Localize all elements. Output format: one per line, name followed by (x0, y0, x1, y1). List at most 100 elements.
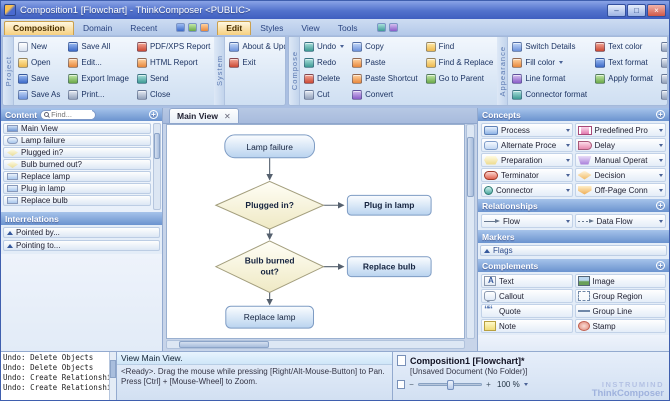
complement-text[interactable]: Text (481, 274, 573, 288)
find-replace-button[interactable]: Find & Replace (423, 55, 497, 70)
relationship-data-flow[interactable]: Data Flow (574, 214, 666, 228)
fit-page-icon[interactable] (397, 380, 405, 389)
zoom-in-button[interactable]: + (486, 379, 491, 389)
tab-recent[interactable]: Recent (130, 23, 158, 33)
dropdown-icon[interactable] (659, 173, 663, 177)
marker-flags[interactable]: Flags (480, 245, 667, 256)
dropdown-icon[interactable] (659, 128, 663, 132)
node-replace-bulb[interactable]: Replace bulb (346, 256, 432, 278)
tab-view[interactable]: View (301, 23, 320, 33)
close-view-icon[interactable]: ✕ (223, 111, 231, 121)
minimize-button[interactable]: – (607, 3, 626, 17)
tree-item-bulb-burned-out[interactable]: Bulb burned out? (3, 159, 151, 170)
tab-edit[interactable]: Edit (217, 21, 252, 35)
dropdown-icon[interactable] (659, 158, 663, 162)
quick-export-icon[interactable] (188, 23, 198, 32)
undo-dropdown-icon[interactable] (340, 45, 345, 48)
redo-button[interactable]: Redo (301, 55, 347, 70)
tab-styles[interactable]: Styles (260, 23, 284, 33)
scrollbar-thumb[interactable] (110, 360, 116, 378)
content-add-icon[interactable]: + (149, 110, 158, 119)
complement-quote[interactable]: Quote (481, 304, 573, 318)
tab-main-view[interactable]: Main View ✕ (169, 108, 239, 123)
text-color-button[interactable]: Text color (592, 39, 656, 54)
save-button[interactable]: Save (15, 71, 63, 86)
paste-shortcut-button[interactable]: Paste Shortcut (349, 71, 420, 86)
flow-connectors[interactable] (266, 157, 345, 306)
tab-tools[interactable]: Tools (337, 23, 358, 33)
log-scrollbar[interactable] (109, 352, 116, 400)
content-tree-scrollbar[interactable] (153, 123, 161, 210)
complement-callout[interactable]: Callout (481, 289, 573, 303)
node-lamp-failure[interactable]: Lamp failure (224, 134, 316, 159)
concept-alternate-process[interactable]: Alternate Proce (481, 138, 573, 152)
scrollbar-thumb[interactable] (154, 133, 160, 159)
quick-save-icon[interactable] (176, 23, 186, 32)
complement-group-line[interactable]: Group Line (574, 304, 666, 318)
save-all-button[interactable]: Save All (65, 39, 132, 54)
complement-image[interactable]: Image (574, 274, 666, 288)
concept-predefined-process[interactable]: Predefined Pro (574, 123, 666, 137)
pdf-xps-report-button[interactable]: PDF/XPS Report (134, 39, 213, 54)
tree-item-replace-lamp[interactable]: Replace lamp (3, 171, 151, 182)
canvas-horizontal-scrollbar[interactable] (166, 340, 465, 349)
complement-note[interactable]: Note (481, 319, 573, 333)
concept-terminator[interactable]: Terminator (481, 168, 573, 182)
maximize-button[interactable]: □ (627, 3, 646, 17)
dropdown-icon[interactable] (659, 143, 663, 147)
copy-button[interactable]: Copy (349, 39, 420, 54)
node-replace-lamp[interactable]: Replace lamp (225, 305, 315, 329)
exit-button[interactable]: Exit (226, 55, 285, 70)
align-button-3[interactable]: Align (658, 71, 667, 86)
fill-color-dropdown-icon[interactable] (559, 61, 564, 64)
zoom-out-button[interactable]: − (409, 379, 414, 389)
align-button-1[interactable]: Align (658, 39, 667, 54)
dropdown-icon[interactable] (565, 158, 570, 162)
zoom-slider-thumb[interactable] (447, 380, 454, 390)
flowchart-canvas[interactable]: Lamp failure Plugged in? Plug in lamp Bu… (166, 124, 465, 339)
undo-button[interactable]: Undo (301, 39, 347, 54)
pointing-to-item[interactable]: Pointing to... (3, 240, 160, 251)
dropdown-icon[interactable] (659, 188, 663, 192)
align-button-4[interactable]: Align (658, 87, 667, 102)
complements-add-icon[interactable]: + (656, 261, 665, 270)
delete-button[interactable]: Delete (301, 71, 347, 86)
new-button[interactable]: New (15, 39, 63, 54)
export-image-button[interactable]: Export Image (65, 71, 132, 86)
dropdown-icon[interactable] (565, 219, 570, 223)
scrollbar-thumb[interactable] (467, 137, 474, 197)
content-search-box[interactable] (40, 109, 97, 120)
tab-domain[interactable]: Domain (82, 23, 113, 33)
concept-process[interactable]: Process (481, 123, 573, 137)
close-doc-button[interactable]: Close (134, 87, 213, 102)
switch-details-button[interactable]: Switch Details (509, 39, 590, 54)
concept-off-page-connector[interactable]: Off-Page Conn (574, 183, 666, 197)
html-report-button[interactable]: HTML Report (134, 55, 213, 70)
text-format-button[interactable]: Text format (592, 55, 656, 70)
dropdown-icon[interactable] (565, 173, 570, 177)
concept-decision[interactable]: Decision (574, 168, 666, 182)
open-button[interactable]: Open (15, 55, 63, 70)
line-format-button[interactable]: Line format (509, 71, 590, 86)
scrollbar-thumb[interactable] (179, 341, 269, 348)
dropdown-icon[interactable] (659, 219, 663, 223)
relationships-add-icon[interactable]: + (656, 201, 665, 210)
node-bulb-burned-out[interactable]: Bulb burned out? (214, 240, 325, 293)
concept-connector[interactable]: Connector (481, 183, 573, 197)
tree-item-plugged-in[interactable]: Plugged in? (3, 147, 151, 158)
close-button[interactable]: × (647, 3, 666, 17)
dropdown-icon[interactable] (565, 143, 570, 147)
zoom-dropdown-icon[interactable] (523, 383, 528, 386)
convert-button[interactable]: Convert (349, 87, 420, 102)
concept-preparation[interactable]: Preparation (481, 153, 573, 167)
send-button[interactable]: Send (134, 71, 213, 86)
tab-composition[interactable]: Composition (4, 21, 74, 35)
complement-stamp[interactable]: Stamp (574, 319, 666, 333)
print-button[interactable]: Print... (65, 87, 132, 102)
edit-button[interactable]: Edit... (65, 55, 132, 70)
fill-color-button[interactable]: Fill color (509, 55, 590, 70)
about-update-button[interactable]: About & Update... (226, 39, 285, 54)
quick-palette-icon[interactable] (388, 23, 398, 32)
go-to-parent-button[interactable]: Go to Parent (423, 71, 497, 86)
node-plug-in-lamp[interactable]: Plug in lamp (346, 194, 432, 216)
